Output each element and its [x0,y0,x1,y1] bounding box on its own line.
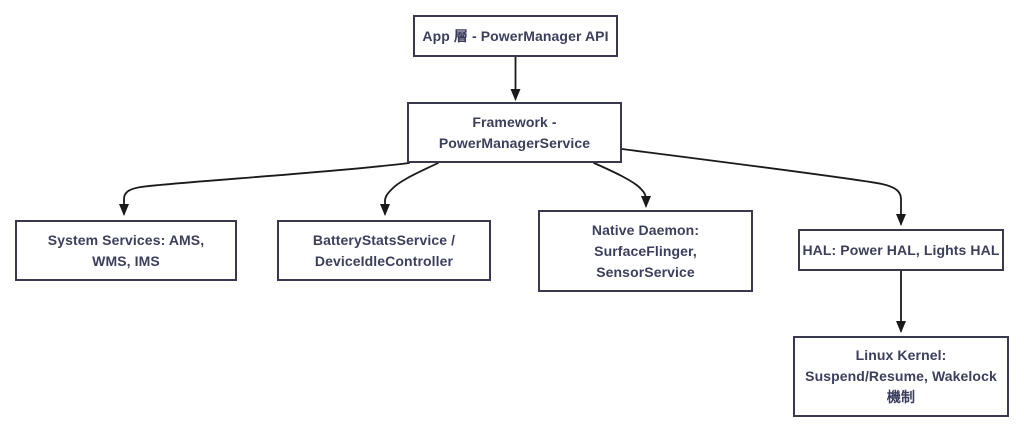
edge-framework-to-system [119,162,410,216]
node-batterystatsservice-label: BatteryStatsService / DeviceIdleControll… [312,231,456,269]
node-app-layer-label: App 層 - PowerManager API [422,27,609,44]
node-hal: HAL: Power HAL, Lights HAL [798,229,1004,271]
node-framework-powermanagerservice: Framework - PowerManagerService [407,102,622,163]
node-linux-kernel-label: Linux Kernel: Suspend/Resume, Wakelock 機… [805,347,997,405]
node-native-daemon: Native Daemon: SurfaceFlinger, SensorSer… [538,210,753,292]
node-framework-label: Framework - PowerManagerService [438,113,591,151]
node-batterystatsservice: BatteryStatsService / DeviceIdleControll… [277,220,491,281]
node-native-daemon-label: Native Daemon: SurfaceFlinger, SensorSer… [591,221,700,280]
edge-framework-to-native [593,162,651,208]
edge-framework-to-battery [380,162,439,216]
node-linux-kernel: Linux Kernel: Suspend/Resume, Wakelock 機… [793,336,1009,417]
node-app-layer: App 層 - PowerManager API [413,15,618,57]
node-system-services-label: System Services: AMS, WMS, IMS [47,231,205,269]
node-hal-label: HAL: Power HAL, Lights HAL [802,241,1000,258]
node-system-services: System Services: AMS, WMS, IMS [15,220,237,281]
